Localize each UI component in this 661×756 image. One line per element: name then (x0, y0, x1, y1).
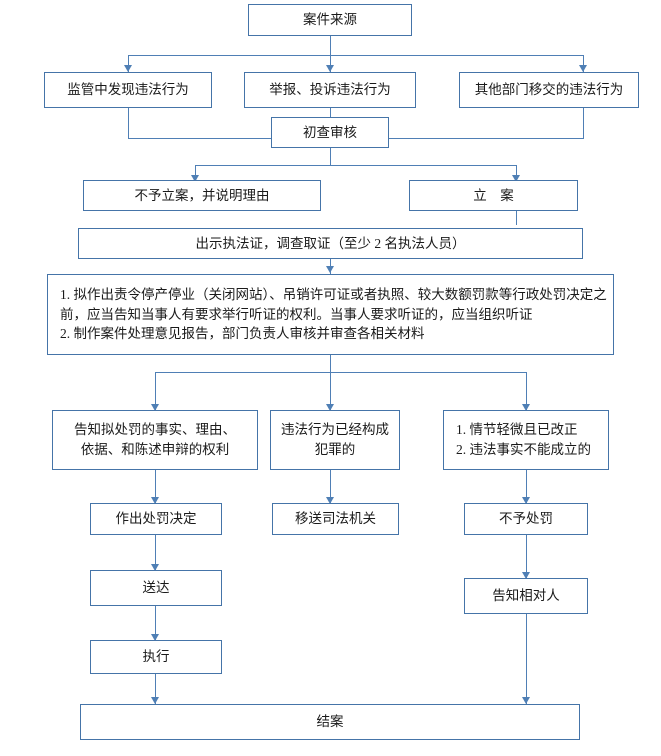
connector-execute-down (155, 674, 156, 704)
node-hearing-and-report[interactable]: 1. 拟作出责令停产停业（关闭网站）、吊销许可证或者执照、较大数额罚款等行政处罚… (47, 274, 614, 355)
node-notify-party-label: 告知相对人 (492, 588, 560, 604)
node-src-transfer-label: 其他部门移交的违法行为 (474, 82, 624, 98)
node-evidence-collection-label: 出示执法证，调查取证（至少 2 名执法人员） (195, 235, 466, 251)
connector-initialreview-down (330, 148, 331, 165)
connector-to-crime (330, 372, 331, 410)
arrowhead-to-hearing (325, 266, 334, 273)
connector-hearing-down (330, 355, 331, 372)
connector-to-transfer (583, 55, 584, 72)
node-no-penalty-label: 不予处罚 (499, 511, 553, 527)
node-src-supervision-label: 监管中发现违法行为 (67, 82, 189, 98)
arrowhead-to-minor (521, 404, 530, 411)
node-hearing-and-report-label: 1. 拟作出责令停产停业（关闭网站）、吊销许可证或者执照、较大数额罚款等行政处罚… (60, 287, 607, 342)
node-constitutes-crime[interactable]: 违法行为已经构成 犯罪的 (270, 410, 400, 470)
connector-report-down (330, 108, 331, 117)
node-close-case-label: 结案 (316, 714, 344, 730)
node-execute[interactable]: 执行 (90, 640, 222, 674)
node-no-case-label: 不予立案，并说明理由 (134, 187, 270, 203)
node-initial-review[interactable]: 初查审核 (271, 117, 389, 148)
node-src-report[interactable]: 举报、投诉违法行为 (244, 72, 416, 108)
node-case-source[interactable]: 案件来源 (248, 4, 412, 36)
node-evidence-collection[interactable]: 出示执法证，调查取证（至少 2 名执法人员） (78, 228, 583, 259)
node-no-case[interactable]: 不予立案，并说明理由 (83, 180, 321, 211)
node-penalty-decision[interactable]: 作出处罚决定 (90, 503, 222, 535)
connector-decision-split (195, 165, 516, 166)
arrowhead-to-transferjudicial (325, 497, 334, 504)
arrowhead-to-notifyparty (521, 572, 530, 579)
arrowhead-to-crime (325, 404, 334, 411)
node-transfer-judicial-label: 移送司法机关 (295, 511, 376, 527)
node-notify-party[interactable]: 告知相对人 (464, 578, 588, 614)
arrowhead-to-transfer (578, 65, 587, 72)
node-minor-or-invalid[interactable]: 1. 情节轻微且已改正 2. 违法事实不能成立的 (443, 410, 609, 470)
connector-transfer-down (583, 108, 584, 138)
connector-to-supervision (128, 55, 129, 72)
connector-registercase-down (516, 211, 517, 225)
connector-to-registercase (516, 165, 517, 180)
node-register-case[interactable]: 立 案 (409, 180, 578, 211)
arrowhead-to-registercase (511, 175, 520, 182)
node-notify-rights-label: 告知拟处罚的事实、理由、 依据、和陈述申辩的权利 (74, 422, 236, 457)
connector-crime-down (330, 470, 331, 503)
node-src-report-label: 举报、投诉违法行为 (269, 82, 391, 98)
connector-supervision-down (128, 108, 129, 138)
node-serve[interactable]: 送达 (90, 570, 222, 606)
node-transfer-judicial[interactable]: 移送司法机关 (272, 503, 399, 535)
node-case-source-label: 案件来源 (303, 12, 357, 28)
connector-notifyrights-down (155, 470, 156, 503)
arrowhead-to-execute (150, 634, 159, 641)
connector-minor-down (526, 470, 527, 503)
connector-to-nocase (195, 165, 196, 180)
node-no-penalty[interactable]: 不予处罚 (464, 503, 588, 535)
connector-row1-distributor (128, 55, 583, 56)
arrowhead-to-closecase-left (150, 697, 159, 704)
arrowhead-to-supervision (123, 65, 132, 72)
connector-notifyparty-down (526, 614, 527, 704)
node-penalty-decision-label: 作出处罚决定 (115, 511, 197, 527)
connector-to-minor (526, 372, 527, 410)
arrowhead-to-closecase-right (521, 697, 530, 704)
connector-decision-down (155, 535, 156, 570)
node-close-case[interactable]: 结案 (80, 704, 580, 740)
node-src-transfer[interactable]: 其他部门移交的违法行为 (459, 72, 639, 108)
arrowhead-to-report (325, 65, 334, 72)
arrowhead-to-nopenalty (521, 497, 530, 504)
connector-threeway-distributor (155, 372, 526, 373)
connector-to-notifyrights (155, 372, 156, 410)
node-notify-rights[interactable]: 告知拟处罚的事实、理由、 依据、和陈述申辩的权利 (52, 410, 258, 470)
node-execute-label: 执行 (142, 649, 170, 665)
connector-to-report (330, 55, 331, 72)
connector-source-down (330, 36, 331, 55)
node-minor-or-invalid-label: 1. 情节轻微且已改正 2. 违法事实不能成立的 (456, 422, 591, 457)
node-initial-review-label: 初查审核 (303, 124, 357, 140)
node-serve-label: 送达 (142, 580, 170, 596)
arrowhead-to-decision (150, 497, 159, 504)
connector-nopenalty-down (526, 535, 527, 578)
arrowhead-to-serve (150, 564, 159, 571)
node-register-case-label: 立 案 (473, 187, 514, 203)
arrowhead-to-nocase (190, 175, 199, 182)
node-constitutes-crime-label: 违法行为已经构成 犯罪的 (281, 422, 389, 457)
node-src-supervision[interactable]: 监管中发现违法行为 (44, 72, 212, 108)
connector-serve-down (155, 606, 156, 640)
arrowhead-to-notifyrights (150, 404, 159, 411)
